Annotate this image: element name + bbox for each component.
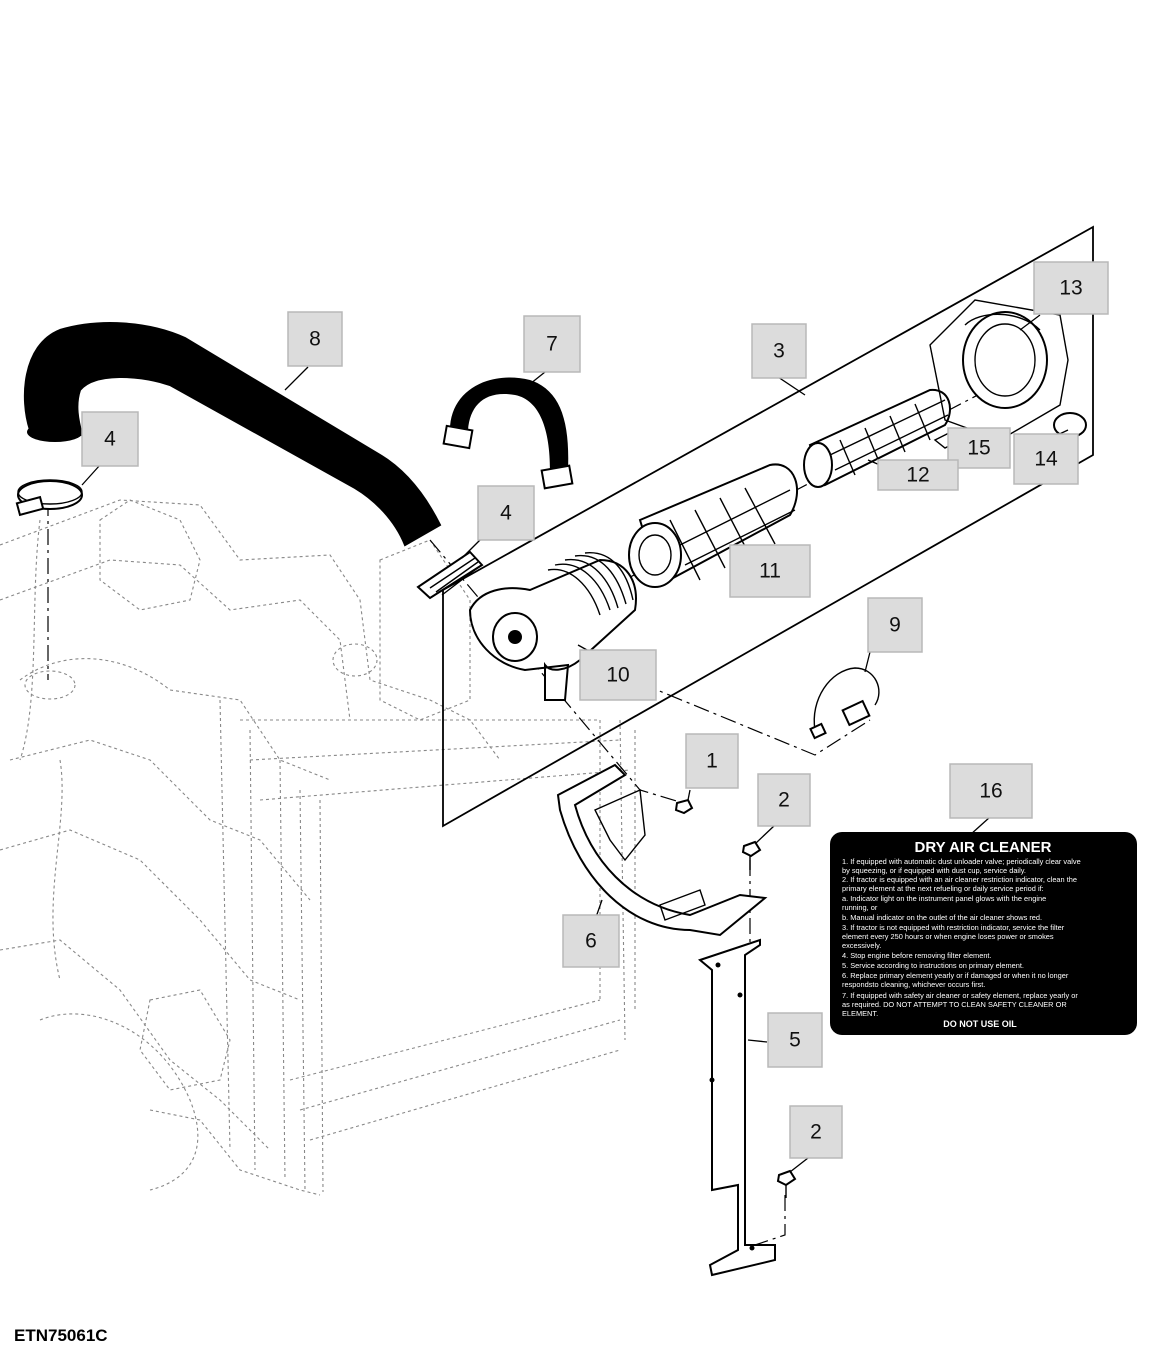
callout-12: 12	[877, 459, 959, 491]
callout-2-lower-label: 2	[810, 1121, 822, 1144]
primary-element-part	[628, 463, 799, 588]
mounting-strap-part	[442, 377, 574, 490]
callout-13-label: 13	[1059, 277, 1082, 300]
callout-13: 13	[1033, 261, 1109, 315]
hose-clamp-right-part	[416, 550, 484, 600]
callout-2-lower: 2	[789, 1105, 843, 1159]
callout-4-left: 4	[81, 411, 139, 467]
decal-line: respondsto cleaning, whichever occurs fi…	[842, 980, 985, 989]
callout-3: 3	[751, 323, 807, 379]
intake-hose-part	[23, 322, 442, 547]
decal-line: 1. If equipped with automatic dust unloa…	[842, 857, 1081, 866]
decal-footer: DO NOT USE OIL	[943, 1019, 1017, 1029]
callout-2-upper: 2	[757, 773, 811, 827]
decal-line: as required. DO NOT ATTEMPT TO CLEAN SAF…	[842, 1000, 1067, 1009]
engine-ghost-outline	[0, 499, 636, 1196]
callout-16-label: 16	[979, 780, 1002, 803]
callout-12-label: 12	[906, 464, 929, 487]
decal-line: element every 250 hours or when engine l…	[842, 932, 1054, 941]
callout-5-label: 5	[789, 1029, 801, 1052]
callout-10-label: 10	[606, 664, 629, 687]
decal-line: excessively.	[842, 941, 881, 950]
hose-clamp-left-part	[15, 479, 83, 517]
decal-line: 4. Stop engine before removing filter el…	[842, 951, 992, 960]
saddle-bracket-part	[556, 763, 768, 937]
decal-line: 2. If tractor is equipped with an air cl…	[842, 875, 1077, 884]
decal-line: 6. Replace primary element yearly or if …	[842, 971, 1069, 980]
callout-4-right: 4	[477, 485, 535, 541]
callout-11-label: 11	[759, 560, 781, 583]
callout-8-label: 8	[309, 328, 321, 351]
callout-16: 16	[949, 763, 1033, 819]
decal-line: a. Indicator light on the instrument pan…	[842, 894, 1046, 903]
callout-9: 9	[867, 597, 923, 653]
callout-4-right-label: 4	[500, 502, 512, 525]
decal-line: b. Manual indicator on the outlet of the…	[842, 913, 1042, 922]
bolt-upper-part	[741, 840, 762, 870]
callout-6-label: 6	[585, 930, 597, 953]
nut-part	[674, 798, 694, 815]
centerlines	[47, 364, 1036, 1246]
decal-line: by squeezing, or if equipped with dust c…	[842, 866, 1026, 875]
safety-element-part	[803, 388, 951, 488]
callout-7: 7	[523, 315, 581, 373]
decal-line: 3. If tractor is not equipped with restr…	[842, 923, 1065, 932]
callout-11: 11	[729, 544, 811, 598]
hose-end	[27, 422, 83, 442]
callout-4-left-label: 4	[104, 428, 116, 451]
decal-line: running, or	[842, 903, 878, 912]
decal-line: primary element at the next refueling or…	[842, 884, 1044, 893]
callout-2-upper-label: 2	[778, 789, 790, 812]
support-bracket-part	[697, 938, 776, 1277]
callout-10: 10	[579, 649, 657, 701]
figure-id: ETN75061C	[14, 1326, 108, 1345]
callout-5: 5	[767, 1012, 823, 1068]
callout-14-label: 14	[1034, 448, 1058, 471]
callout-8: 8	[287, 311, 343, 367]
assembly-panel	[442, 225, 1094, 828]
leader-lines	[81, 314, 1069, 1173]
callout-1: 1	[685, 733, 739, 789]
callout-15-label: 15	[967, 437, 990, 460]
callout-6: 6	[562, 914, 620, 968]
dry-air-cleaner-decal: DRY AIR CLEANER 1. If equipped with auto…	[830, 832, 1137, 1035]
callout-3-label: 3	[773, 340, 785, 363]
decal-line: 5. Service according to instructions on …	[842, 961, 1024, 970]
indicator-tether-part	[809, 667, 880, 740]
callout-9-label: 9	[889, 614, 901, 637]
callout-14: 14	[1013, 433, 1079, 485]
bolt-lower-part	[776, 1169, 797, 1198]
callout-1-label: 1	[706, 750, 718, 773]
end-cover-part	[929, 299, 1069, 441]
decal-line: ELEMENT.	[842, 1009, 878, 1018]
callout-7-label: 7	[546, 333, 558, 356]
decal-line: 7. If equipped with safety air cleaner o…	[842, 991, 1078, 1000]
decal-title: DRY AIR CLEANER	[915, 839, 1052, 856]
